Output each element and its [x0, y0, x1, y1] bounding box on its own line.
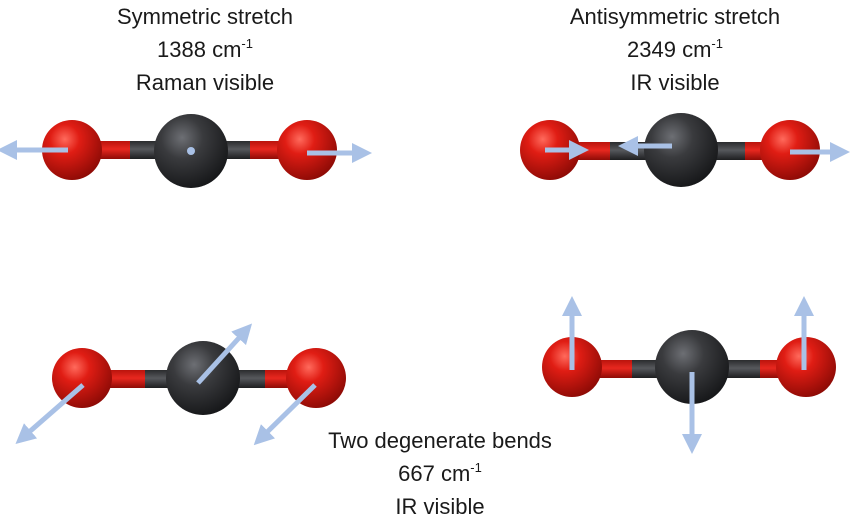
mode-wavenumber: 2349 cm-1: [520, 33, 830, 66]
molecule-bend-in-plane: [15, 323, 346, 446]
wavenumber-value: 2349 cm: [627, 37, 712, 62]
caption-antisymmetric-stretch: Antisymmetric stretch 2349 cm-1 IR visib…: [520, 0, 830, 99]
wavenumber-value: 1388 cm: [157, 37, 242, 62]
molecule-symmetric-stretch: [0, 114, 372, 188]
molecule-bend-out-of-plane: [542, 296, 836, 454]
mode-title: Antisymmetric stretch: [569, 4, 781, 29]
unit-exponent: -1: [241, 36, 253, 51]
mode-title: Symmetric stretch: [116, 4, 294, 29]
caption-symmetric-stretch: Symmetric stretch 1388 cm-1 Raman visibl…: [60, 0, 350, 99]
carbon-atom: [655, 330, 729, 404]
mode-wavenumber: 667 cm-1: [290, 457, 590, 490]
wavenumber-value: 667 cm: [398, 461, 471, 486]
molecule-antisymmetric-stretch: [520, 113, 850, 187]
mode-activity: Raman visible: [135, 70, 275, 95]
mode-title: Two degenerate bends: [328, 428, 552, 453]
oxygen-atom: [286, 348, 346, 408]
mode-activity: IR visible: [630, 70, 720, 95]
oxygen-atom: [277, 120, 337, 180]
oxygen-atom: [52, 348, 112, 408]
displacement-arrow: [196, 323, 253, 385]
carbon-atom: [644, 113, 718, 187]
displacement-arrow: [15, 383, 85, 444]
oxygen-atom: [42, 120, 102, 180]
mode-wavenumber: 1388 cm-1: [60, 33, 350, 66]
mode-activity: IR visible: [395, 494, 485, 519]
caption-degenerate-bends: Two degenerate bends 667 cm-1 IR visible: [290, 424, 590, 521]
unit-exponent: -1: [470, 460, 482, 475]
displacement-dot: [187, 147, 195, 155]
displacement-arrow: [253, 383, 317, 446]
unit-exponent: -1: [711, 36, 723, 51]
